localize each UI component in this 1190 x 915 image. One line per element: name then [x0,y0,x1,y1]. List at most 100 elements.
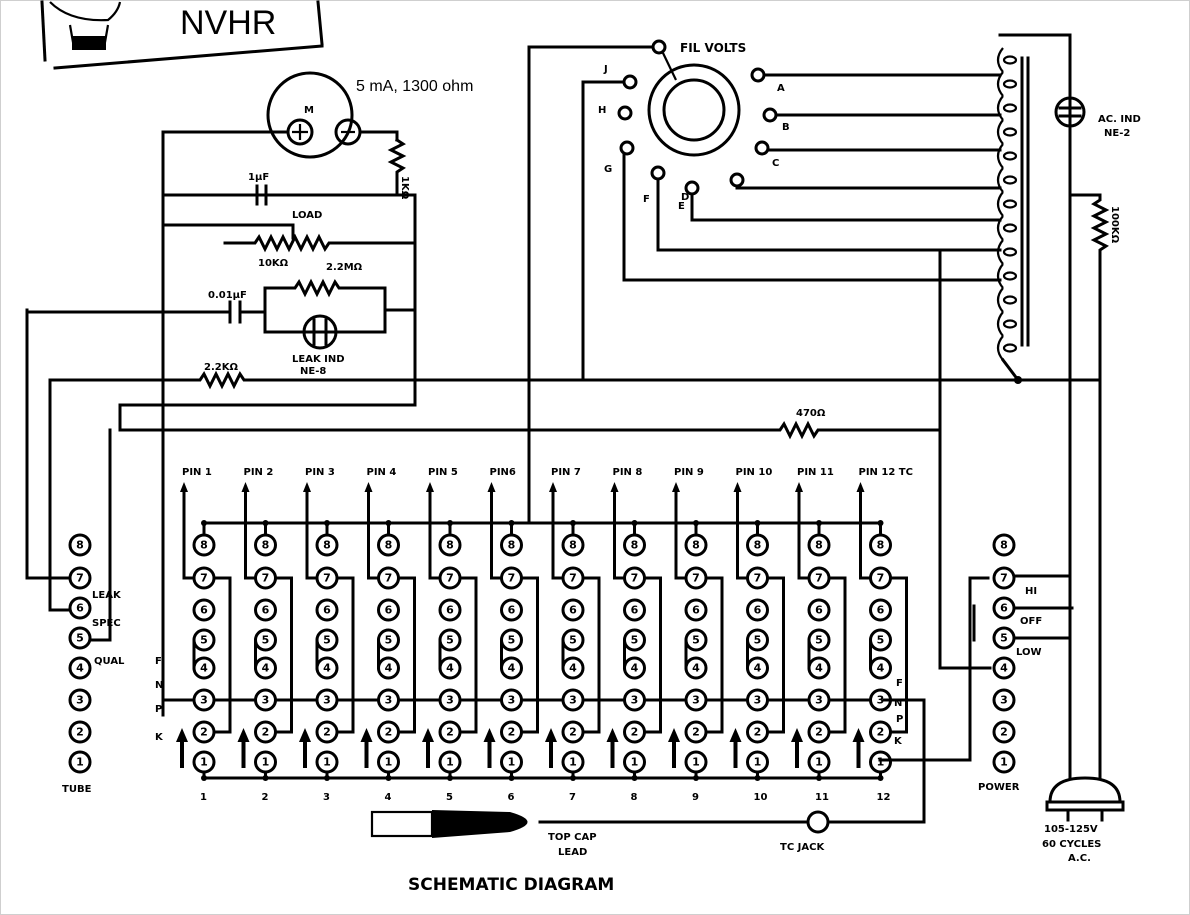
power-switch-contact[interactable] [992,656,1016,680]
tube-switch-contact[interactable] [68,656,92,680]
tube-switch-contact-number: 8 [76,539,84,552]
power-switch-contact[interactable] [992,688,1016,712]
meter [266,71,362,159]
tube-switch-contact[interactable] [68,688,92,712]
wafer-contact [500,598,523,622]
pin-lead-wire [736,485,749,580]
wafer-contact [254,656,277,680]
wafer-contact-number: 6 [508,604,516,617]
power-switch-contact[interactable] [992,720,1016,744]
junction-dot [754,520,761,526]
wafer-contact [500,750,523,774]
wafer-contact [684,656,708,680]
tube-switch-contact[interactable] [68,720,92,744]
wafer-contact [746,688,769,712]
switch-number: 9 [692,792,699,803]
wafer-contact [807,656,831,680]
coil-turn [996,167,1004,193]
wafer-contact-number: 1 [877,756,885,769]
power-switch-contact[interactable] [992,750,1016,774]
coil-loop [1002,151,1018,161]
power-switch-contact-number: 1 [1000,756,1008,769]
power-switch-title: POWER [978,782,1020,793]
wafer-contact [561,688,585,712]
pin-header-label: PIN 11 [797,467,834,478]
label-ac-ind-type: NE-2 [1104,128,1130,139]
switch-number: 1 [200,792,207,803]
tap-f: F [643,194,650,205]
wafer-contact [438,628,462,652]
junction-dot [447,520,453,526]
wafer-contact-number: 6 [323,604,331,617]
power-switch-contact-number: 8 [1000,539,1008,552]
mains-plug [1045,776,1125,822]
wafer-link [520,576,539,734]
wafer-contact [377,533,400,557]
tube-switch-contact[interactable] [68,566,92,590]
coil-loop [1002,295,1018,305]
wafer-contact [500,720,523,744]
wafer-contact-number: 6 [385,604,393,617]
wafer-contact [500,533,523,557]
wafer-contact-number: 1 [262,756,270,769]
wafer-link [274,576,293,734]
wafer-contact-number: 7 [262,572,270,585]
selector-arrow-icon [299,728,311,768]
tube-switch-contact-number: 4 [76,662,84,675]
wafer-contact-number: 2 [631,726,639,739]
wafer-contact [254,628,277,652]
wafer-contact-number: 6 [569,604,577,617]
wafer-contact [869,533,892,557]
pin-header-label: PIN 4 [367,467,397,478]
wafer-contact [315,566,339,590]
selector-arrow-icon [729,728,742,768]
junction-dot [877,520,884,526]
wafer-contact-number: 3 [508,694,516,707]
switch-number: 11 [815,792,829,803]
tube-switch-contact-number: 6 [76,602,84,615]
meter-symbol: M [304,105,314,116]
fnpk-f-right: F [896,678,903,689]
power-switch-contact[interactable] [992,566,1016,590]
power-switch-contact-number: 3 [1000,694,1008,707]
coil-loop [1002,343,1018,353]
coil-loop [1002,247,1018,257]
tap-g: G [604,164,612,175]
wafer-contact-number: 3 [815,694,823,707]
label-ac-ind: AC. IND [1098,114,1141,125]
switch-number: 10 [754,792,768,803]
wafer-contact-number: 8 [200,539,208,552]
wafer-contact-number: 7 [200,572,208,585]
selector-arrow-icon [422,728,434,768]
wafer-contact-number: 5 [385,634,393,647]
coil-turn [996,119,1004,145]
wafer-contact [869,628,892,652]
arrow-up-icon [610,482,619,492]
wafer-contact [377,688,400,712]
wafer-contact-number: 5 [262,634,270,647]
wafer-contact [684,628,708,652]
tube-switch-contact[interactable] [68,533,92,557]
wafer-contact-number: 2 [508,726,516,739]
wafer-contact-number: 8 [508,539,516,552]
coil-loop [1002,319,1018,329]
wafer-contact [377,566,400,590]
wafer-contact [746,720,769,744]
wafer-contact-number: 1 [631,756,639,769]
top-cap-lead [370,810,830,838]
wafer-contact [807,750,831,774]
tube-switch-contact[interactable] [68,596,92,620]
wafer-contact [377,656,400,680]
junction-dot [447,775,453,781]
tube-switch-contact[interactable] [68,750,92,774]
tc-jack-label: TC JACK [780,842,825,853]
wafer-contact [315,533,339,557]
wafer-contact-number: 2 [569,726,577,739]
potentiometer-10k [223,233,417,253]
tap-b: B [782,122,790,133]
arrow-up-icon [733,482,742,492]
wafer-contact [377,750,400,774]
tube-switch-contact[interactable] [68,626,92,650]
power-switch-contact[interactable] [992,533,1016,557]
